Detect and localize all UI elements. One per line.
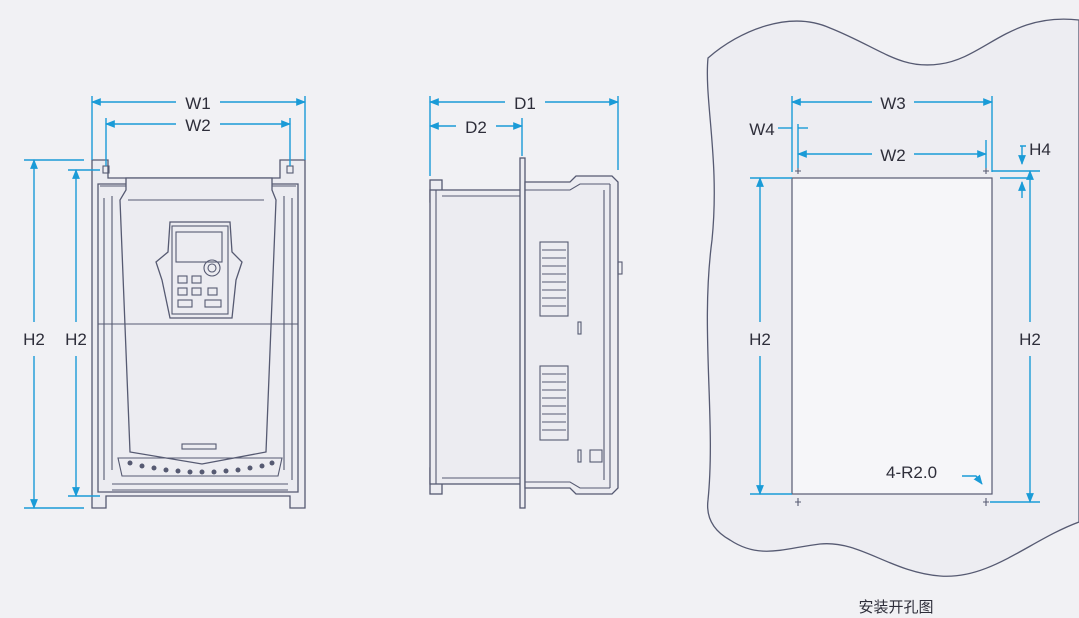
dim-w3: W3	[791, 94, 993, 172]
label-h4: H4	[1029, 140, 1051, 159]
label-w3: W3	[880, 94, 906, 113]
front-view: W1 W2 H2 H2	[23, 94, 306, 509]
front-cover	[119, 177, 277, 465]
side-view: D1 D2	[429, 94, 623, 509]
dim-w1: W1	[91, 94, 306, 160]
dim-w2-cutout: W2	[797, 140, 987, 168]
label-h2-cutout-left: H2	[749, 330, 771, 349]
nameplate-slot	[181, 443, 217, 450]
side-mount-plate	[519, 157, 526, 509]
side-vent-bottom	[539, 365, 569, 441]
keypad-display	[175, 231, 223, 263]
bottom-vent-row	[112, 457, 288, 491]
label-h2-cutout-right: H2	[1019, 330, 1041, 349]
dim-h2-cutout-right: H2	[990, 170, 1041, 503]
label-w1: W1	[185, 94, 211, 113]
cutout-caption: 安装开孔图	[858, 598, 933, 616]
dim-d2: D2	[429, 118, 523, 156]
label-w2-front: W2	[185, 116, 211, 135]
dim-d1: D1	[429, 94, 619, 176]
label-d2: D2	[465, 118, 487, 137]
dim-w4: W4	[749, 120, 808, 168]
dim-h2-outer: H2	[23, 159, 84, 509]
label-radius-note: 4-R2.0	[886, 463, 937, 482]
label-h2-inner: H2	[65, 330, 87, 349]
cutout-view: W3 W4 W2 H4 H2	[706, 18, 1079, 616]
label-w4: W4	[749, 120, 775, 139]
side-vent-top	[539, 241, 569, 317]
dim-w2-front: W2	[105, 116, 291, 166]
dim-h2-cutout-left: H2	[749, 177, 792, 495]
label-w2-cutout: W2	[880, 146, 906, 165]
keypad-knob-icon	[203, 259, 221, 277]
dim-h4: H4	[992, 140, 1051, 198]
cutout-rectangle	[791, 177, 993, 495]
side-rear-body	[429, 189, 523, 485]
mount-holes	[795, 168, 989, 506]
keypad	[155, 221, 243, 319]
radius-callout: 4-R2.0	[886, 463, 983, 485]
label-h2-outer: H2	[23, 330, 45, 349]
dim-h2-inner: H2	[65, 169, 100, 497]
label-d1: D1	[514, 94, 536, 113]
